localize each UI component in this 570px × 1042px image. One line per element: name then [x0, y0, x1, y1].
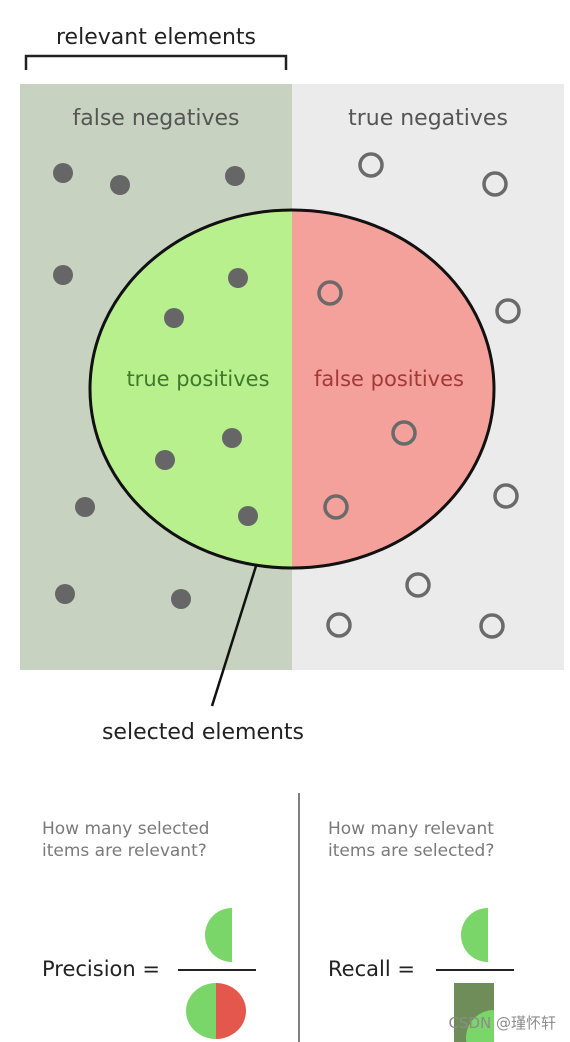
relevant-dot	[164, 308, 184, 328]
true-positive-region	[90, 210, 292, 568]
precision-label: Precision =	[42, 957, 160, 981]
recall-question: How many relevant items are selected?	[328, 818, 494, 862]
irrelevant-ring	[323, 494, 349, 520]
selected-ellipse-outline	[88, 208, 496, 570]
precision-numerator-halfdisc	[205, 908, 232, 962]
precision-denominator-right	[216, 983, 246, 1039]
relevant-dot	[155, 450, 175, 470]
irrelevant-ring	[358, 152, 384, 178]
precision-denominator-left	[186, 983, 216, 1039]
precision-question: How many selected items are relevant?	[42, 818, 209, 862]
selected-elements-label: selected elements	[102, 720, 304, 745]
irrelevant-ring	[405, 572, 431, 598]
true-positives-label: true positives	[126, 367, 269, 391]
relevant-elements-label: relevant elements	[56, 25, 256, 50]
relevant-dot	[53, 265, 73, 285]
relevant-dot	[228, 268, 248, 288]
irrelevant-ring	[493, 483, 519, 509]
recall-denominator-halfdisc	[466, 1010, 494, 1042]
relevant-dot	[171, 589, 191, 609]
relevant-dot	[75, 497, 95, 517]
selected-pointer	[210, 565, 258, 707]
relevant-dot	[238, 506, 258, 526]
irrelevant-ring	[391, 420, 417, 446]
irrelevant-ring	[326, 612, 352, 638]
false-negatives-label: false negatives	[72, 106, 239, 131]
relevant-dot	[222, 428, 242, 448]
relevant-dot	[53, 163, 73, 183]
irrelevant-ring	[495, 298, 521, 324]
irrelevant-ring	[317, 280, 343, 306]
relevant-dot	[110, 175, 130, 195]
relevant-dot	[55, 584, 75, 604]
true-negatives-label: true negatives	[348, 106, 508, 131]
false-positive-region	[292, 210, 494, 568]
watermark: CSDN @瑾怀轩	[448, 1014, 556, 1032]
precision-question-line2: items are relevant?	[42, 841, 207, 861]
recall-question-line1: How many relevant	[328, 819, 494, 839]
precision-question-line1: How many selected	[42, 819, 210, 839]
irrelevant-ring	[482, 171, 508, 197]
recall-numerator-halfdisc	[461, 908, 488, 962]
false-positives-label: false positives	[314, 367, 464, 391]
recall-question-line2: items are selected?	[328, 841, 495, 861]
recall-label: Recall =	[328, 957, 415, 981]
relevant-dot	[225, 166, 245, 186]
irrelevant-ring	[479, 613, 505, 639]
relevant-bracket	[24, 54, 288, 70]
